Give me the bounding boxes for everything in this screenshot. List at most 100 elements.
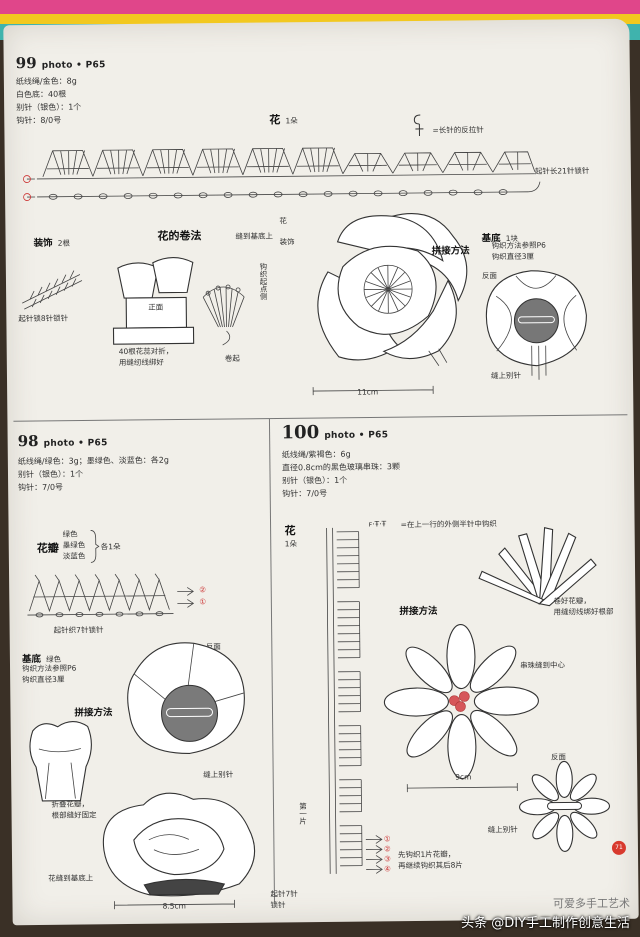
- decor-note: 起针锁8针锁针: [18, 313, 69, 324]
- materials-list-100: 纸线绳/紫褐色：6g 直径0.8cm的黑色玻璃串珠：3颗 别针（银色）：1个 钩…: [282, 447, 401, 500]
- bead-label: 串珠缝到中心: [519, 660, 566, 670]
- roll-label: 卷起: [224, 353, 240, 364]
- fold-note-line: 卷好花瓣，: [553, 596, 591, 606]
- pattern-number: 99: [15, 53, 37, 73]
- fold-note-line: 用缝纫线绑好根部: [553, 606, 614, 617]
- join-title-99: 拼接方法: [431, 245, 470, 257]
- sew-base-callout: 缝到基底上: [235, 231, 274, 241]
- flower-98-illustration: [102, 792, 256, 897]
- color-name: 绿色: [62, 529, 78, 539]
- book-page: 99 photo • P65 纸线绳/金色：8g 白色底：40根 别针（银色）：…: [3, 18, 639, 926]
- dimension-line-98: [114, 899, 235, 910]
- row-marker: ①: [383, 834, 391, 844]
- photo-reference: photo • P65: [324, 430, 389, 441]
- hook-start-label: 钩织起点侧: [258, 262, 269, 301]
- bracket: [90, 530, 100, 563]
- fold-note-line: 折叠花瓣，: [51, 799, 90, 809]
- decor-chart: [22, 270, 83, 310]
- flower-callout: 花: [279, 216, 287, 226]
- decor-count: 2根: [57, 238, 71, 248]
- row-markers-100: ① ② ③ ④: [384, 834, 391, 874]
- background-stripe-pink: [0, 0, 640, 18]
- back-view-99: [485, 270, 587, 380]
- pattern-number: 100: [281, 422, 320, 444]
- fold-note-100: 卷好花瓣， 用缝纫线绑好根部: [553, 595, 613, 618]
- flower-title: 花: [269, 113, 281, 127]
- rolling-title: 花的卷法: [157, 229, 202, 243]
- material-line: 直径0.8cm的黑色玻璃串珠：3颗: [281, 462, 401, 473]
- pattern-100-header: 100 photo • P65: [281, 421, 388, 443]
- row-note-line: 再继续钩织其后8片: [398, 860, 463, 871]
- hook-stitch-symbol: [413, 114, 424, 136]
- crochet-chart-100: [326, 527, 383, 874]
- row-marker-1: ①: [199, 597, 207, 607]
- fold-note-line: 用缝纫线绑好: [118, 357, 164, 368]
- flower-count: 1朵: [285, 116, 298, 126]
- flower-100-illustration: [383, 623, 539, 780]
- crochet-chart-98: [27, 573, 195, 618]
- dimension-99: 11cm: [357, 387, 379, 397]
- fold-note: 40根花蕊对折， 用缝纫线绑好: [119, 346, 174, 369]
- start-note: 起针长21针锁针: [534, 166, 590, 176]
- flower-title: 花: [284, 524, 296, 538]
- row-marker-2: ②: [199, 585, 207, 595]
- pin-label-100: 缝上别针: [487, 824, 518, 835]
- materials-list-99: 纸线绳/金色：8g 白色底：40根 别针（银色）：1个 钩针：8/0号: [16, 74, 82, 127]
- row-note-line: 先钩织1片花瓣，: [397, 849, 456, 860]
- flower-label-99: 花 1朵: [269, 108, 298, 127]
- start-note-line: 起针7针: [270, 889, 298, 899]
- material-line: 别针（银色）：1个: [282, 475, 348, 486]
- flower-99-illustration: [317, 213, 468, 366]
- start-note-100: 起针7针 锁针: [270, 888, 298, 910]
- rolled-petals-fan: [478, 526, 597, 607]
- pin-label-99: 缝上别针: [490, 370, 522, 381]
- material-line: 纸线绳/紫褐色：6g: [281, 449, 351, 460]
- section-dividers: [13, 414, 628, 903]
- row-marker: ②: [383, 844, 391, 854]
- material-line: 钩针：7/0号: [282, 488, 328, 499]
- material-line: 纸线绳/金色：8g: [15, 76, 77, 87]
- crochet-chart-99: [23, 147, 541, 201]
- material-line: 白色底：40根: [15, 89, 67, 100]
- sew-base-98: 花缝到基底上: [48, 873, 94, 883]
- page-number-badge: 71: [611, 840, 627, 855]
- materials-list-98: 纸线绳/绿色：3g；墨绿色、淡蓝色：各2g 别针（银色）：1个 钩针：7/0号: [18, 454, 169, 495]
- folded-petal: [29, 721, 92, 802]
- start-note-98: 起针织7针锁针: [53, 625, 104, 635]
- footer-attribution: 头条 @DIY手工制作创意生活: [461, 916, 630, 931]
- dimension-line-100: [406, 782, 518, 793]
- photo-reference: photo • P65: [43, 438, 108, 449]
- base-note-line: 钩织直径3厘: [22, 674, 65, 685]
- petal-count: 各1朵: [100, 542, 121, 552]
- back-view-98: [127, 642, 245, 754]
- dimension-line-99: [312, 385, 434, 396]
- fold-note-line: 40根花蕊对折，: [118, 346, 174, 357]
- front-label: 正面: [146, 301, 166, 313]
- rolling-diagram: [112, 256, 245, 346]
- pattern-99-header: 99 photo • P65: [16, 52, 106, 72]
- base-note-line: 钩织方法参照P6: [491, 240, 546, 251]
- pattern-number: 98: [17, 431, 39, 451]
- row-note-100: 先钩织1片花瓣， 再继续钩织其后8片: [398, 849, 463, 872]
- color-name: 墨绿色: [62, 540, 86, 550]
- photo-reference: photo • P65: [41, 60, 106, 71]
- dimension-98: 8.5cm: [162, 901, 186, 911]
- join-title-98: 拼接方法: [74, 707, 113, 719]
- decor-callout: 装饰: [279, 237, 295, 247]
- base-note-line: 钩织直径3厘: [491, 251, 535, 262]
- start-note-line: 锁针: [270, 900, 286, 910]
- dimension-100: 9cm: [455, 772, 472, 782]
- flower-label-100: 花 1朵: [285, 522, 298, 549]
- fold-note-line: 根部缝好固定: [51, 810, 97, 820]
- join-title-100: 拼接方法: [399, 605, 438, 618]
- color-name: 淡蓝色: [62, 551, 86, 561]
- row-marker: ③: [384, 854, 391, 864]
- row-marker: ④: [384, 864, 391, 874]
- petal-title: 花瓣: [36, 541, 59, 555]
- side-note: 第一片: [298, 802, 308, 825]
- flower-count: 1朵: [284, 539, 298, 549]
- fold-note-98: 折叠花瓣， 根部缝好固定: [51, 798, 96, 820]
- base-note-98: 钩织方法参照P6 钩织直径3厘: [22, 663, 77, 686]
- base-note-line: 钩织方法参照P6: [21, 663, 77, 674]
- watermark-text: 可爱多手工艺术: [553, 897, 630, 910]
